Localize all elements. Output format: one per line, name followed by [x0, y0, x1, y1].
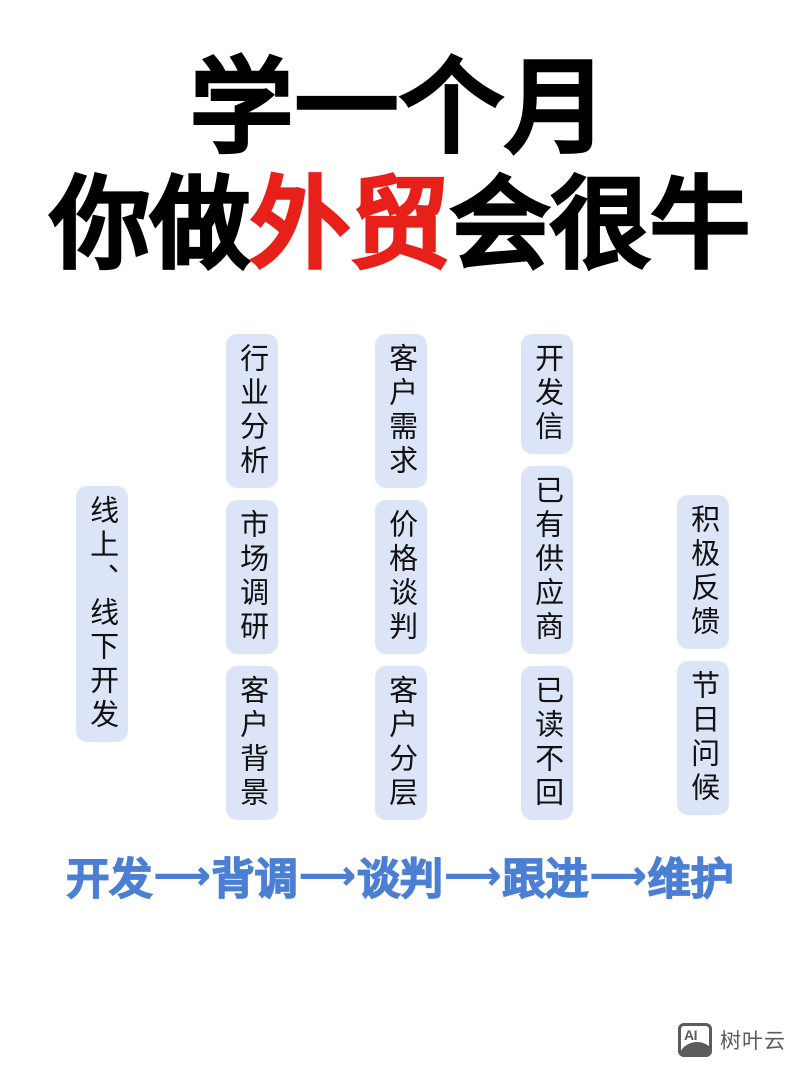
- headline-segment-suffix: 会很牛: [449, 169, 751, 282]
- pill-column-development: 线上、线下开发: [76, 486, 128, 742]
- pill-item[interactable]: 价格谈判: [375, 500, 427, 654]
- ai-badge-label: AI: [684, 1027, 698, 1043]
- pill-item[interactable]: 已读不回: [521, 666, 573, 820]
- flow-arrow-icon: ⟶: [153, 854, 211, 899]
- pill-column-background-check: 行业分析 市场调研 客户背景: [226, 334, 278, 820]
- flow-step-background-check[interactable]: 背调: [211, 855, 298, 904]
- flow-arrow-icon: ⟶: [444, 854, 502, 899]
- flow-arrow-icon: ⟶: [298, 854, 356, 899]
- headline-segment-prefix: 你做: [49, 169, 251, 282]
- pill-item[interactable]: 客户分层: [375, 666, 427, 820]
- pill-item[interactable]: 客户背景: [226, 666, 278, 820]
- pill-item[interactable]: 市场调研: [226, 500, 278, 654]
- headline-line-1: 学一个月: [189, 50, 610, 165]
- flow-step-negotiation[interactable]: 谈判: [356, 855, 443, 904]
- headline-block: 学一个月 你做外贸会很牛: [0, 50, 800, 282]
- pill-item[interactable]: 线上、线下开发: [76, 486, 128, 742]
- pill-item[interactable]: 行业分析: [226, 334, 278, 488]
- flow-step-maintenance[interactable]: 维护: [647, 855, 734, 904]
- flow-step-follow-up[interactable]: 跟进: [502, 855, 589, 904]
- hill-shape-small: [695, 1047, 709, 1054]
- flow-step-development[interactable]: 开发: [66, 855, 153, 904]
- image-placeholder-icon: AI: [678, 1023, 712, 1057]
- pill-item[interactable]: 客户需求: [375, 334, 427, 488]
- pill-column-negotiation: 客户需求 价格谈判 客户分层: [375, 334, 427, 820]
- pill-item[interactable]: 积极反馈: [677, 495, 729, 649]
- pill-columns-group: 线上、线下开发 行业分析 市场调研 客户背景 客户需求 价格谈判 客户分层 开发…: [0, 330, 800, 830]
- flow-arrow-icon: ⟶: [589, 854, 647, 899]
- process-flow-row: 开发 ⟶ 背调 ⟶ 谈判 ⟶ 跟进 ⟶ 维护: [0, 845, 800, 907]
- pill-item[interactable]: 开发信: [521, 334, 573, 454]
- pill-item[interactable]: 节日问候: [677, 661, 729, 815]
- pill-column-follow-up: 开发信 已有供应商 已读不回: [521, 334, 573, 820]
- pill-item[interactable]: 已有供应商: [521, 466, 573, 654]
- headline-line-2: 你做外贸会很牛: [0, 169, 800, 282]
- pill-column-maintenance: 积极反馈 节日问候: [677, 495, 729, 815]
- headline-segment-highlight: 外贸: [249, 169, 451, 282]
- watermark: AI 树叶云: [678, 1023, 786, 1057]
- watermark-label: 树叶云: [720, 1029, 786, 1053]
